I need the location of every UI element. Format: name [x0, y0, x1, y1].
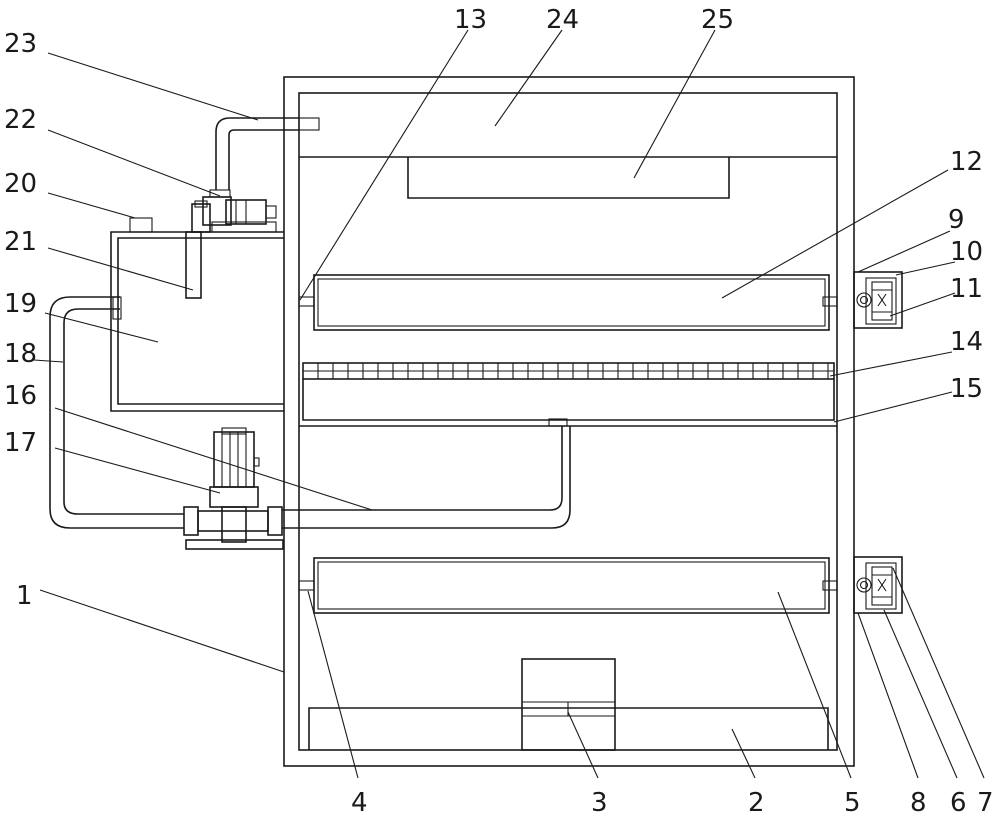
leader-5	[777, 591, 852, 779]
label-12: 12	[950, 147, 983, 177]
leader-17	[54, 447, 221, 494]
leader-12	[721, 169, 949, 299]
label-18: 18	[4, 339, 37, 369]
label-22: 22	[4, 105, 37, 135]
bottom-pump	[183, 427, 284, 550]
lower-roller-left-shaft	[298, 580, 315, 591]
part-labels: 1 2 3 4 5 6 7 8 9 10 11 12 13 14 15 16 1…	[4, 5, 994, 818]
leader-2	[731, 728, 756, 779]
leader-21	[47, 247, 194, 291]
label-16: 16	[4, 381, 37, 411]
label-21: 21	[4, 227, 37, 257]
label-24: 24	[546, 5, 579, 35]
leader-20	[47, 192, 136, 219]
label-14: 14	[950, 327, 983, 357]
leader-23	[47, 52, 259, 121]
leader-1	[39, 589, 285, 673]
lower-roller-right-shaft	[822, 580, 838, 591]
leader-lines	[33, 29, 985, 779]
outlet-port	[548, 418, 568, 427]
leader-6	[883, 609, 958, 779]
top-pump	[191, 189, 277, 233]
leader-14	[829, 351, 953, 377]
leader-13	[299, 29, 469, 301]
leader-10	[895, 261, 956, 276]
leader-9	[857, 230, 951, 273]
label-9: 9	[948, 205, 965, 235]
tank-side-port	[112, 296, 122, 320]
label-5: 5	[844, 788, 861, 818]
leader-24	[494, 29, 563, 127]
top-pipe	[215, 117, 320, 190]
mesh-filter	[302, 362, 835, 380]
leader-3	[567, 711, 599, 779]
leader-8	[857, 612, 919, 779]
label-2: 2	[748, 788, 765, 818]
label-23: 23	[4, 29, 37, 59]
label-10: 10	[950, 237, 983, 267]
pump-base	[185, 539, 284, 550]
label-17: 17	[4, 428, 37, 458]
label-7: 7	[977, 788, 994, 818]
leader-4	[307, 590, 359, 779]
label-11: 11	[950, 274, 983, 304]
label-8: 8	[910, 788, 927, 818]
label-15: 15	[950, 374, 983, 404]
leader-18	[33, 359, 64, 363]
leader-16	[54, 407, 373, 511]
main-box	[283, 76, 855, 767]
label-25: 25	[701, 5, 734, 35]
leader-22	[47, 129, 221, 197]
loop-pipe	[49, 296, 571, 529]
leader-7	[892, 567, 985, 779]
label-20: 20	[4, 169, 37, 199]
upper-roller-right-shaft	[822, 296, 838, 307]
label-13: 13	[454, 5, 487, 35]
upper-roller	[298, 274, 838, 331]
support-plate	[299, 379, 837, 427]
lower-motor	[853, 556, 903, 614]
lower-roller	[298, 557, 838, 614]
leader-15	[833, 391, 953, 423]
leader-25	[633, 29, 716, 179]
label-19: 19	[4, 289, 37, 319]
side-tank	[110, 217, 284, 412]
label-6: 6	[950, 788, 967, 818]
center-block	[521, 658, 616, 751]
tank-cap	[129, 217, 153, 233]
label-4: 4	[351, 788, 368, 818]
top-panel	[407, 157, 730, 199]
leader-11	[889, 292, 956, 317]
label-1: 1	[16, 581, 33, 611]
leader-19	[44, 312, 159, 343]
upper-motor	[853, 271, 903, 329]
upper-roller-left-shaft	[298, 296, 315, 307]
top-pipe-nozzle	[298, 117, 320, 131]
label-3: 3	[591, 788, 608, 818]
